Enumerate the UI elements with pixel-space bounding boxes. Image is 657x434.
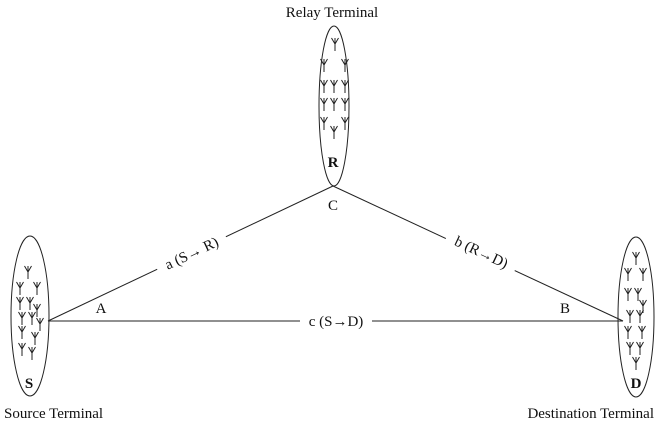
source-terminal-letter: S	[25, 376, 33, 392]
antenna-icon	[28, 346, 36, 360]
antenna-icon	[33, 281, 41, 295]
antenna-icon	[624, 287, 632, 301]
antenna-icon	[626, 309, 634, 323]
antenna-icon	[634, 287, 642, 301]
relay-antenna-array	[320, 37, 349, 139]
antenna-icon	[638, 325, 646, 339]
destination-terminal-letter: D	[631, 376, 642, 392]
link-label-sr-group: a (S→ R)	[152, 226, 230, 278]
antenna-icon	[33, 303, 41, 317]
destination-terminal-ellipse	[617, 236, 655, 398]
destination-terminal-caption: Destination Terminal	[527, 406, 654, 422]
antenna-icon	[330, 79, 338, 93]
antenna-icon	[341, 97, 349, 111]
destination-antenna-array	[624, 251, 647, 370]
relay-terminal-letter: R	[328, 155, 339, 171]
vertex-label-c: C	[328, 198, 338, 214]
link-label-source-destination: c (S→D)	[309, 314, 364, 330]
antenna-icon	[18, 325, 26, 339]
antenna-icon	[626, 341, 634, 355]
antenna-icon	[632, 356, 640, 370]
source-terminal-ellipse	[10, 235, 50, 397]
antenna-icon	[16, 281, 24, 295]
antenna-icon	[341, 116, 349, 130]
antenna-icon	[26, 296, 34, 310]
link-label-rd-group: b (R→D)	[443, 226, 521, 277]
antenna-icon	[320, 58, 328, 72]
antenna-icon	[36, 317, 44, 331]
antenna-icon	[320, 79, 328, 93]
antenna-icon	[632, 251, 640, 265]
vertex-label-b: B	[560, 301, 570, 317]
antenna-icon	[31, 331, 39, 345]
antenna-icon	[330, 125, 338, 139]
source-antenna-array	[16, 265, 44, 360]
link-label-relay-destination: b (R→D)	[452, 234, 510, 273]
antenna-icon	[330, 97, 338, 111]
antenna-icon	[624, 267, 632, 281]
antenna-icon	[320, 116, 328, 130]
antenna-icon	[16, 296, 24, 310]
antenna-icon	[636, 341, 644, 355]
antenna-icon	[18, 342, 26, 356]
vertex-label-a: A	[96, 301, 107, 317]
link-label-source-relay: a (S→ R)	[163, 234, 222, 273]
relay-terminal-ellipse	[318, 25, 350, 187]
antenna-icon	[331, 37, 339, 51]
antenna-icon	[24, 265, 32, 279]
antenna-icon	[624, 325, 632, 339]
relay-terminal-caption: Relay Terminal	[286, 5, 378, 21]
source-terminal-caption: Source Terminal	[4, 406, 103, 422]
antenna-icon	[320, 97, 328, 111]
antenna-icon	[341, 79, 349, 93]
link-label-sd-group: c (S→D)	[300, 311, 372, 331]
antenna-icon	[639, 267, 647, 281]
antenna-icon	[18, 311, 26, 325]
antenna-icon	[28, 311, 36, 325]
antenna-icon	[341, 58, 349, 72]
antenna-icon	[636, 309, 644, 323]
